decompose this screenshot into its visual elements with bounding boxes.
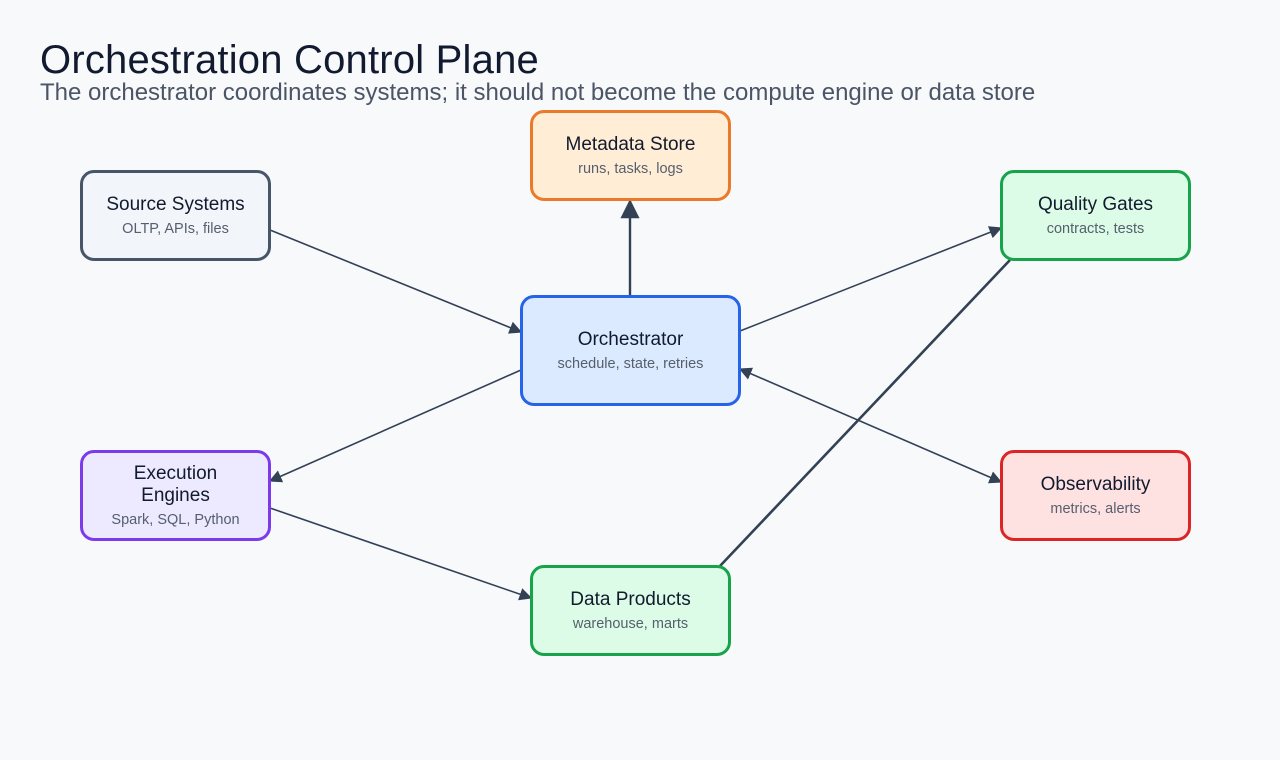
node-data-products[interactable]: Data Products warehouse, marts [530,565,731,656]
edge-orchestrator-to-quality [739,226,1003,332]
node-quality-gates[interactable]: Quality Gates contracts, tests [1000,170,1191,261]
node-title: Data Products [570,588,691,610]
node-observability[interactable]: Observability metrics, alerts [1000,450,1191,541]
edge-products-to-quality [719,259,1011,567]
node-title: Quality Gates [1037,193,1154,215]
node-subtitle: metrics, alerts [1050,500,1141,517]
node-subtitle: runs, tasks, logs [578,160,683,177]
node-metadata-store[interactable]: Metadata Store runs, tasks, logs [530,110,731,201]
node-source-systems[interactable]: Source Systems OLTP, APIs, files [80,170,271,261]
node-subtitle: schedule, state, retries [557,355,704,372]
node-subtitle: warehouse, marts [572,615,689,632]
edge-source-to-orchestrator [269,229,523,334]
node-title: Metadata Store [565,133,696,155]
node-title: Observability [1040,473,1151,495]
edge-orchestrator-observability [738,367,1003,484]
edge-execution-to-products [269,507,533,601]
page-subtitle: The orchestrator coordinates systems; it… [40,79,1036,106]
node-title: Orchestrator [577,328,684,350]
node-subtitle: Spark, SQL, Python [111,511,240,528]
node-title: Source Systems [106,193,245,215]
node-subtitle: OLTP, APIs, files [122,220,229,237]
node-execution-engines[interactable]: Execution Engines Spark, SQL, Python [80,450,271,541]
node-subtitle: contracts, tests [1046,220,1145,237]
edge-orchestrator-to-execution [268,369,522,483]
node-orchestrator[interactable]: Orchestrator schedule, state, retries [520,295,741,406]
node-title: Execution Engines [133,462,218,506]
page-title: Orchestration Control Plane [40,38,539,82]
